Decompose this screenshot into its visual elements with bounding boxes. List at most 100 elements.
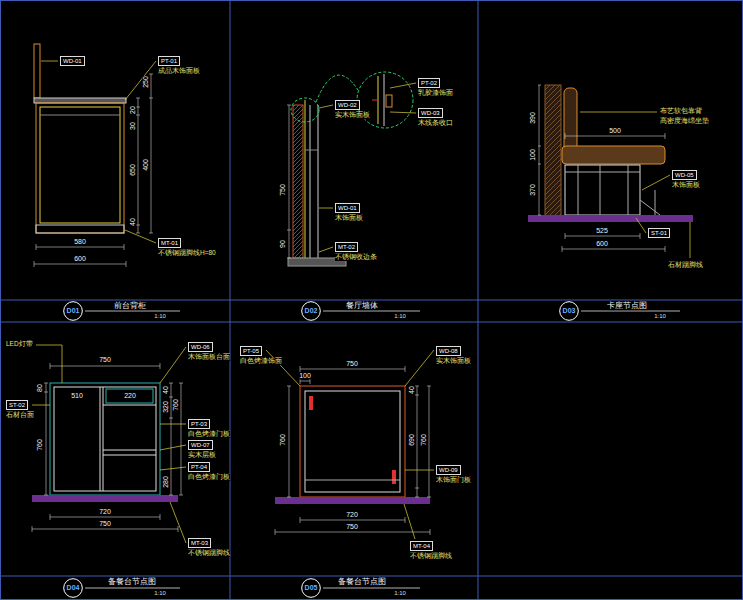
detail-cloud [357, 72, 413, 128]
material-note: 实木饰面板 [335, 112, 370, 119]
leader-line [160, 467, 186, 470]
material-tag: ST-02 [6, 400, 28, 410]
material-tag: PT-02 [418, 78, 440, 88]
material-note: 木饰面板台面 [188, 354, 230, 361]
material-tag: WD-05 [672, 170, 697, 180]
material-code: PT-02 [421, 80, 437, 86]
dimension-line [149, 74, 153, 233]
material-note: 白色烤漆门板 [188, 474, 230, 481]
leader-line [319, 105, 333, 108]
leader-line [319, 83, 416, 252]
detail-index-circle: D03 [559, 301, 579, 321]
leader-line [41, 61, 58, 62]
material-note: 木饰面门板 [436, 477, 471, 484]
serving-counter-section [305, 391, 400, 492]
material-code: PT-01 [161, 58, 177, 64]
detail-index-circle: D05 [301, 578, 321, 598]
material-note: 木线条收口 [418, 120, 453, 127]
material-tag: WD-07 [188, 440, 213, 450]
detail-cloud [291, 72, 413, 128]
leader-line [319, 247, 333, 252]
detail-title: 备餐台节点图 [108, 578, 156, 586]
serving-counter-section [50, 383, 160, 495]
detail-title: 前台背柜 [114, 302, 146, 310]
booth-seat-section [528, 215, 693, 222]
detail-number: D05 [305, 584, 318, 592]
booth-seat-section [528, 85, 693, 222]
dimension-line [32, 363, 183, 532]
material-tag: PT-01 [158, 56, 180, 66]
dimension-text: 720 [346, 511, 358, 518]
back-cabinet-section [40, 107, 120, 223]
material-tag: WD-03 [418, 108, 443, 118]
dimension-text: 280 [162, 476, 169, 488]
enlarged-detail [372, 100, 378, 101]
detail-index-circle: D02 [301, 301, 321, 321]
sheet-frame [0, 576, 743, 577]
circle-outline [302, 579, 321, 598]
leader-line [125, 230, 156, 243]
material-tag: WD-01 [60, 56, 85, 66]
leader-line [160, 347, 186, 383]
leader-line [580, 112, 657, 113]
circle-outline [302, 302, 321, 321]
detail-index-circle: D04 [63, 578, 83, 598]
leader-line [642, 175, 670, 190]
dimension-text: 750 [346, 523, 358, 530]
booth-seat-section [640, 190, 660, 215]
leader-line [690, 222, 691, 258]
detail-number: D01 [67, 307, 80, 315]
scale-text: 1:10 [154, 313, 166, 319]
material-tag: WD-01 [335, 203, 360, 213]
dimension-text: 750 [99, 520, 111, 527]
wall-section [305, 150, 318, 151]
dimension-line [287, 105, 291, 258]
material-note: 石材台面 [6, 412, 34, 419]
dimension-text: 750 [346, 360, 358, 367]
dimension-line [34, 74, 153, 267]
wall-section [318, 105, 319, 258]
circle-outline [560, 302, 579, 321]
dimension-text: 500 [609, 127, 621, 134]
dimension-text: 40 [162, 386, 169, 394]
material-tag: WD-09 [436, 465, 461, 475]
leader-line [390, 112, 416, 113]
scale-text: 1:10 [654, 313, 666, 319]
sheet-frame [230, 0, 231, 600]
material-tag: WD-06 [188, 342, 213, 352]
material-tag: PT-03 [188, 419, 210, 429]
material-note: 实木饰面板 [436, 358, 471, 365]
dimension-text: 760 [36, 439, 43, 451]
material-note: 石材踢脚线 [668, 262, 703, 269]
dimension-line [44, 383, 48, 495]
wall-section [293, 105, 303, 258]
leader-line [266, 350, 300, 386]
dimension-text: 510 [71, 392, 83, 399]
material-code: PT-05 [243, 348, 259, 354]
title-underline [323, 311, 420, 312]
booth-seat-section [545, 85, 561, 218]
booth-seat-section [562, 146, 665, 164]
dimension-text: 220 [124, 392, 136, 399]
back-cabinet-section [34, 98, 126, 103]
circle-outline [64, 302, 83, 321]
serving-counter-section [106, 389, 153, 403]
title-underline [85, 588, 180, 589]
scale-text: 1:10 [394, 590, 406, 596]
dimension-text: 80 [36, 384, 43, 392]
material-code: WD-08 [439, 348, 458, 354]
serving-counter-section [32, 383, 178, 502]
sheet-frame [0, 300, 743, 301]
material-code: WD-01 [338, 205, 357, 211]
serving-counter-section [300, 386, 405, 497]
dimension-text: 320 [162, 401, 169, 413]
detail-number: D02 [305, 307, 318, 315]
back-cabinet-section [34, 44, 126, 233]
serving-counter-section [32, 495, 178, 502]
leader-line [390, 83, 416, 88]
dimension-line [275, 366, 431, 535]
material-code: MT-02 [338, 244, 355, 250]
dimension-line [287, 105, 291, 258]
leader-line [636, 218, 646, 233]
